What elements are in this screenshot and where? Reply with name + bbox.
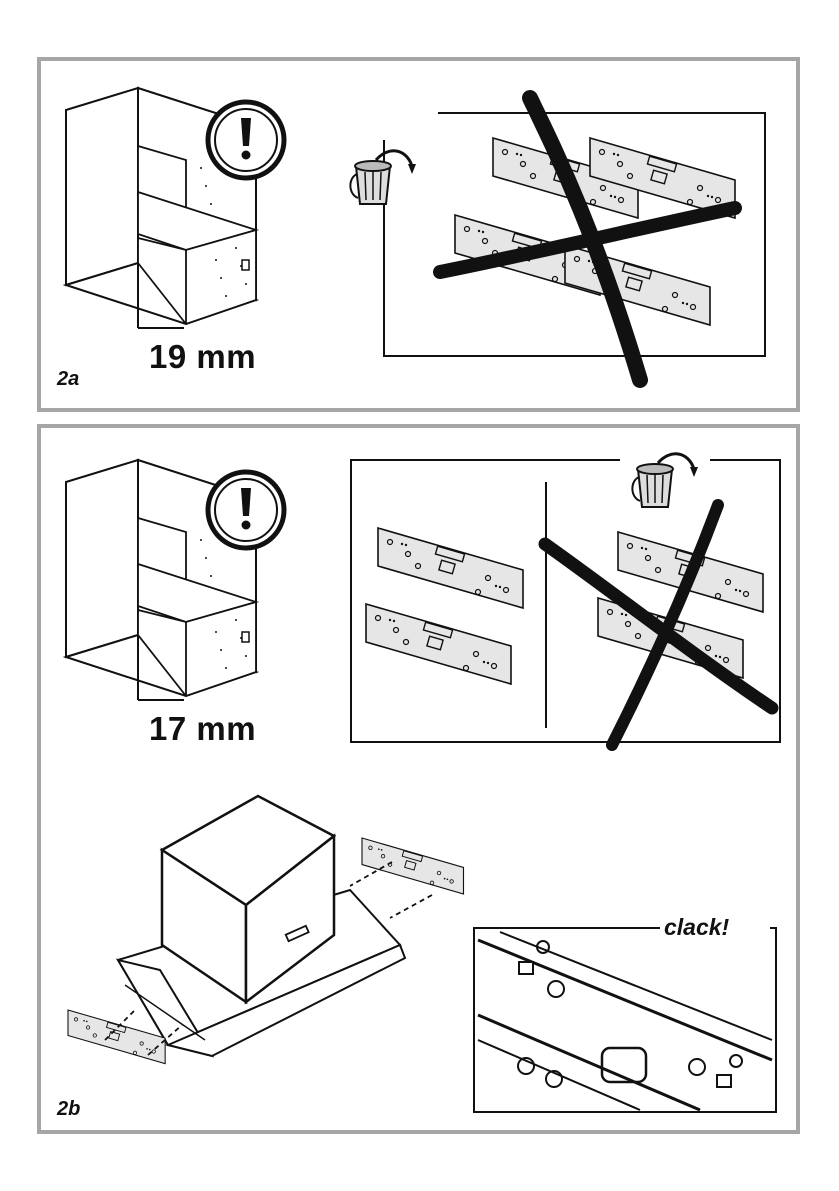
mounting-bracket [362,838,464,894]
exclamation-circle-icon [208,472,284,548]
trash-bin-icon [632,454,698,507]
detail-callout-label: clack! [660,914,733,941]
cross-out-mark [545,505,772,745]
cooker-hood-illustration [118,796,405,1056]
detail-callout-frame [474,928,776,1112]
measurement-label: 17 mm [149,710,256,748]
mounting-bracket [366,604,511,684]
mounting-bracket [378,528,523,608]
mounting-bracket [68,1010,165,1064]
step-label: 2b [57,1098,80,1121]
